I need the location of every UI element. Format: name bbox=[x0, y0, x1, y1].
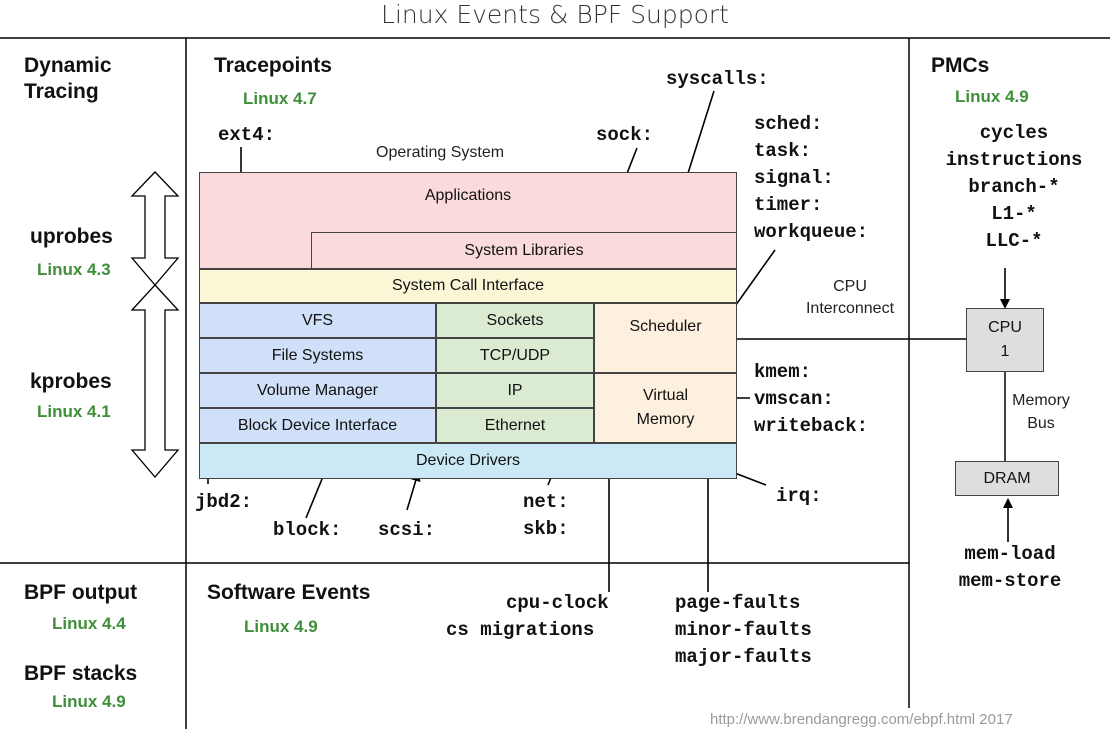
ip-layer: IP bbox=[436, 373, 594, 408]
scheduler-label: Scheduler bbox=[629, 318, 702, 335]
ip-label: IP bbox=[507, 381, 523, 399]
diagram-title: Linux Events & BPF Support bbox=[381, 0, 729, 29]
pmc-events-list: cycles instructions branch-* L1-* LLC-* bbox=[945, 122, 1083, 252]
dynamic-tracing-header: Dynamic Tracing bbox=[24, 54, 112, 103]
sockets-label: Sockets bbox=[486, 311, 544, 329]
probe-ext4: ext4: bbox=[218, 124, 276, 146]
syscall-interface-label: System Call Interface bbox=[391, 277, 545, 294]
arrow-scsi bbox=[406, 471, 421, 511]
cpu-interconnect-label: CPU Interconnect bbox=[805, 278, 895, 317]
file-systems-label: File Systems bbox=[271, 346, 364, 364]
uprobes-double-arrow bbox=[130, 171, 180, 287]
probe-cs-migrations: cs migrations bbox=[446, 619, 595, 641]
probe-sock: sock: bbox=[596, 124, 654, 146]
uprobes-version: Linux 4.3 bbox=[37, 260, 111, 279]
software-events-header: Software Events bbox=[207, 581, 371, 604]
pmcs-version: Linux 4.9 bbox=[955, 87, 1029, 106]
tracepoints-header: Tracepoints bbox=[214, 54, 332, 77]
tcp-udp-layer: TCP/UDP bbox=[436, 338, 594, 373]
dram-box: DRAM bbox=[955, 461, 1059, 496]
scheduler-layer: Scheduler bbox=[594, 303, 737, 373]
applications-label: Applications bbox=[424, 187, 512, 204]
source-url: http://www.brendangregg.com/ebpf.html 20… bbox=[710, 711, 1013, 728]
device-drivers-label: Device Drivers bbox=[415, 452, 520, 469]
tracepoints-version: Linux 4.7 bbox=[243, 89, 317, 108]
bpf-stacks-version: Linux 4.9 bbox=[52, 692, 126, 711]
virtual-memory-layer: Virtual Memory bbox=[594, 373, 737, 443]
probe-scsi: scsi: bbox=[378, 519, 436, 541]
block-device-layer: Block Device Interface bbox=[199, 408, 436, 443]
probe-block: block: bbox=[273, 519, 342, 541]
virtual-memory-label: Virtual Memory bbox=[636, 387, 695, 428]
cpu-box: CPU 1 bbox=[966, 308, 1044, 372]
probe-sched-group: sched: task: signal: timer: workqueue: bbox=[754, 113, 869, 243]
probe-jbd2: jbd2: bbox=[195, 491, 253, 513]
probe-kmem-group: kmem: vmscan: writeback: bbox=[754, 361, 869, 437]
volume-manager-label: Volume Manager bbox=[257, 381, 378, 399]
bpf-stacks-label: BPF stacks bbox=[24, 662, 138, 685]
sockets-layer: Sockets bbox=[436, 303, 594, 338]
vfs-layer: VFS bbox=[199, 303, 436, 338]
probe-syscalls: syscalls: bbox=[666, 68, 769, 90]
volume-manager-layer: Volume Manager bbox=[199, 373, 436, 408]
pmcs-header: PMCs bbox=[931, 54, 990, 77]
kprobes-version: Linux 4.1 bbox=[37, 402, 111, 421]
tcp-udp-label: TCP/UDP bbox=[479, 346, 551, 364]
syscall-interface-layer: System Call Interface bbox=[199, 269, 737, 303]
uprobes-label: uprobes bbox=[30, 225, 113, 248]
system-libraries-label: System Libraries bbox=[464, 241, 584, 259]
block-device-label: Block Device Interface bbox=[237, 416, 398, 434]
kprobes-label: kprobes bbox=[30, 370, 112, 393]
file-systems-layer: File Systems bbox=[199, 338, 436, 373]
software-events-version: Linux 4.9 bbox=[244, 617, 318, 636]
probe-faults-group: page-faults minor-faults major-faults bbox=[675, 592, 812, 668]
kprobes-double-arrow bbox=[130, 284, 180, 479]
probe-irq: irq: bbox=[776, 485, 822, 507]
bpf-output-label: BPF output bbox=[24, 581, 138, 604]
probe-cpu-clock: cpu-clock bbox=[506, 592, 609, 614]
ethernet-label: Ethernet bbox=[484, 416, 546, 434]
system-libraries-layer: System Libraries bbox=[311, 232, 737, 269]
cpu-label: CPU 1 bbox=[988, 319, 1022, 360]
ethernet-layer: Ethernet bbox=[436, 408, 594, 443]
os-label: Operating System bbox=[376, 144, 505, 161]
bpf-output-version: Linux 4.4 bbox=[52, 614, 126, 633]
vfs-label: VFS bbox=[301, 311, 334, 329]
probe-mem-group: mem-load mem-store bbox=[958, 543, 1062, 592]
probe-net-group: net: skb: bbox=[523, 491, 569, 540]
memory-bus-label: Memory Bus bbox=[1012, 392, 1070, 432]
dram-label: DRAM bbox=[983, 469, 1031, 487]
device-drivers-layer: Device Drivers bbox=[199, 443, 737, 479]
